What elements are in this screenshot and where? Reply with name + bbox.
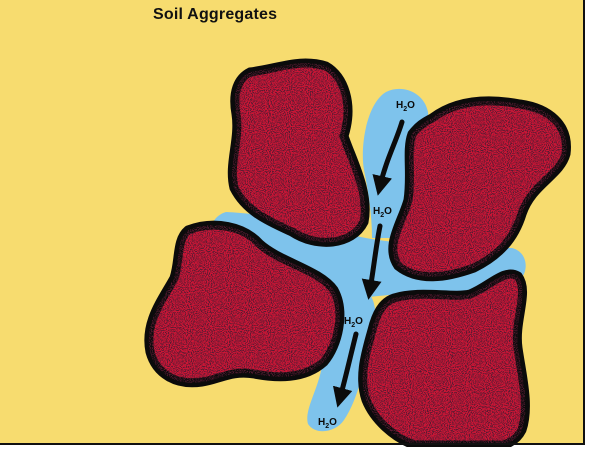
soil-aggregate-top-left (232, 63, 365, 242)
slide-title: Soil Aggregates (153, 6, 277, 24)
soil-aggregate-bottom-right (363, 274, 526, 445)
